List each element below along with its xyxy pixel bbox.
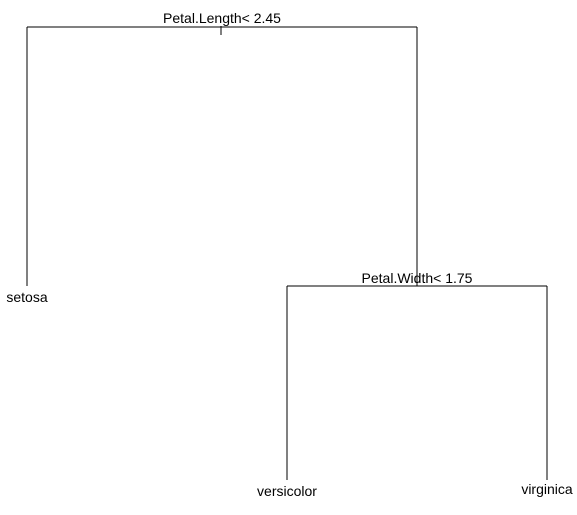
second-split-label: Petal.Width< 1.75	[362, 270, 473, 286]
root-split-node: Petal.Length< 2.45	[26, 10, 418, 286]
second-split-node: Petal.Width< 1.75	[286, 270, 548, 480]
leaf-label-versicolor: versicolor	[257, 483, 317, 499]
leaf-label-setosa: setosa	[6, 289, 47, 305]
root-split-label: Petal.Length< 2.45	[163, 10, 281, 26]
leaf-label-virginica: virginica	[521, 481, 573, 497]
